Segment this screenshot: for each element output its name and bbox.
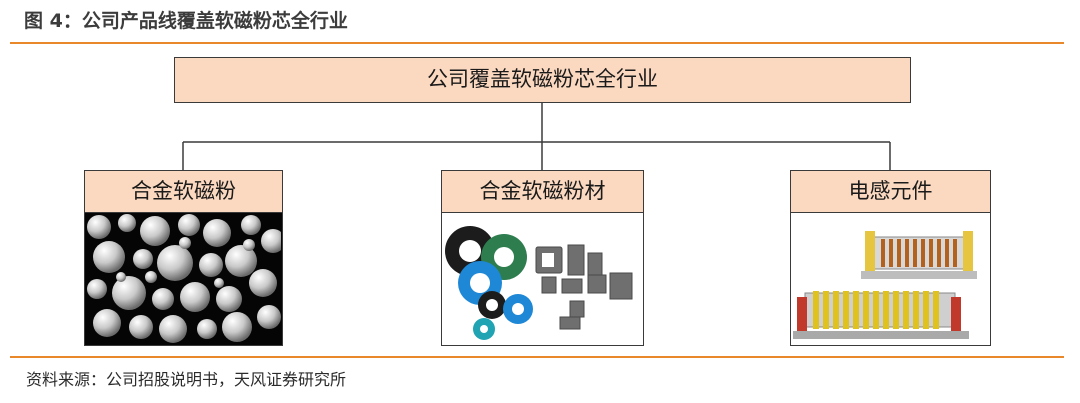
metal-powder-spheres-photo — [84, 212, 283, 346]
category-node-powder-cores: 合金软磁粉材 — [441, 170, 644, 213]
category-node-inductors: 电感元件 — [790, 170, 991, 213]
footer-rule — [10, 356, 1064, 358]
inductor-components-photo — [790, 212, 991, 346]
figure-title: 图 4：公司产品线覆盖软磁粉芯全行业 — [24, 10, 348, 32]
root-node: 公司覆盖软磁粉芯全行业 — [174, 57, 911, 103]
source-note: 资料来源：公司招股说明书，天风证券研究所 — [26, 370, 347, 389]
header-rule — [10, 42, 1064, 44]
category-node-alloy-powder: 合金软磁粉 — [84, 170, 283, 213]
powder-cores-rings-photo — [441, 212, 644, 346]
